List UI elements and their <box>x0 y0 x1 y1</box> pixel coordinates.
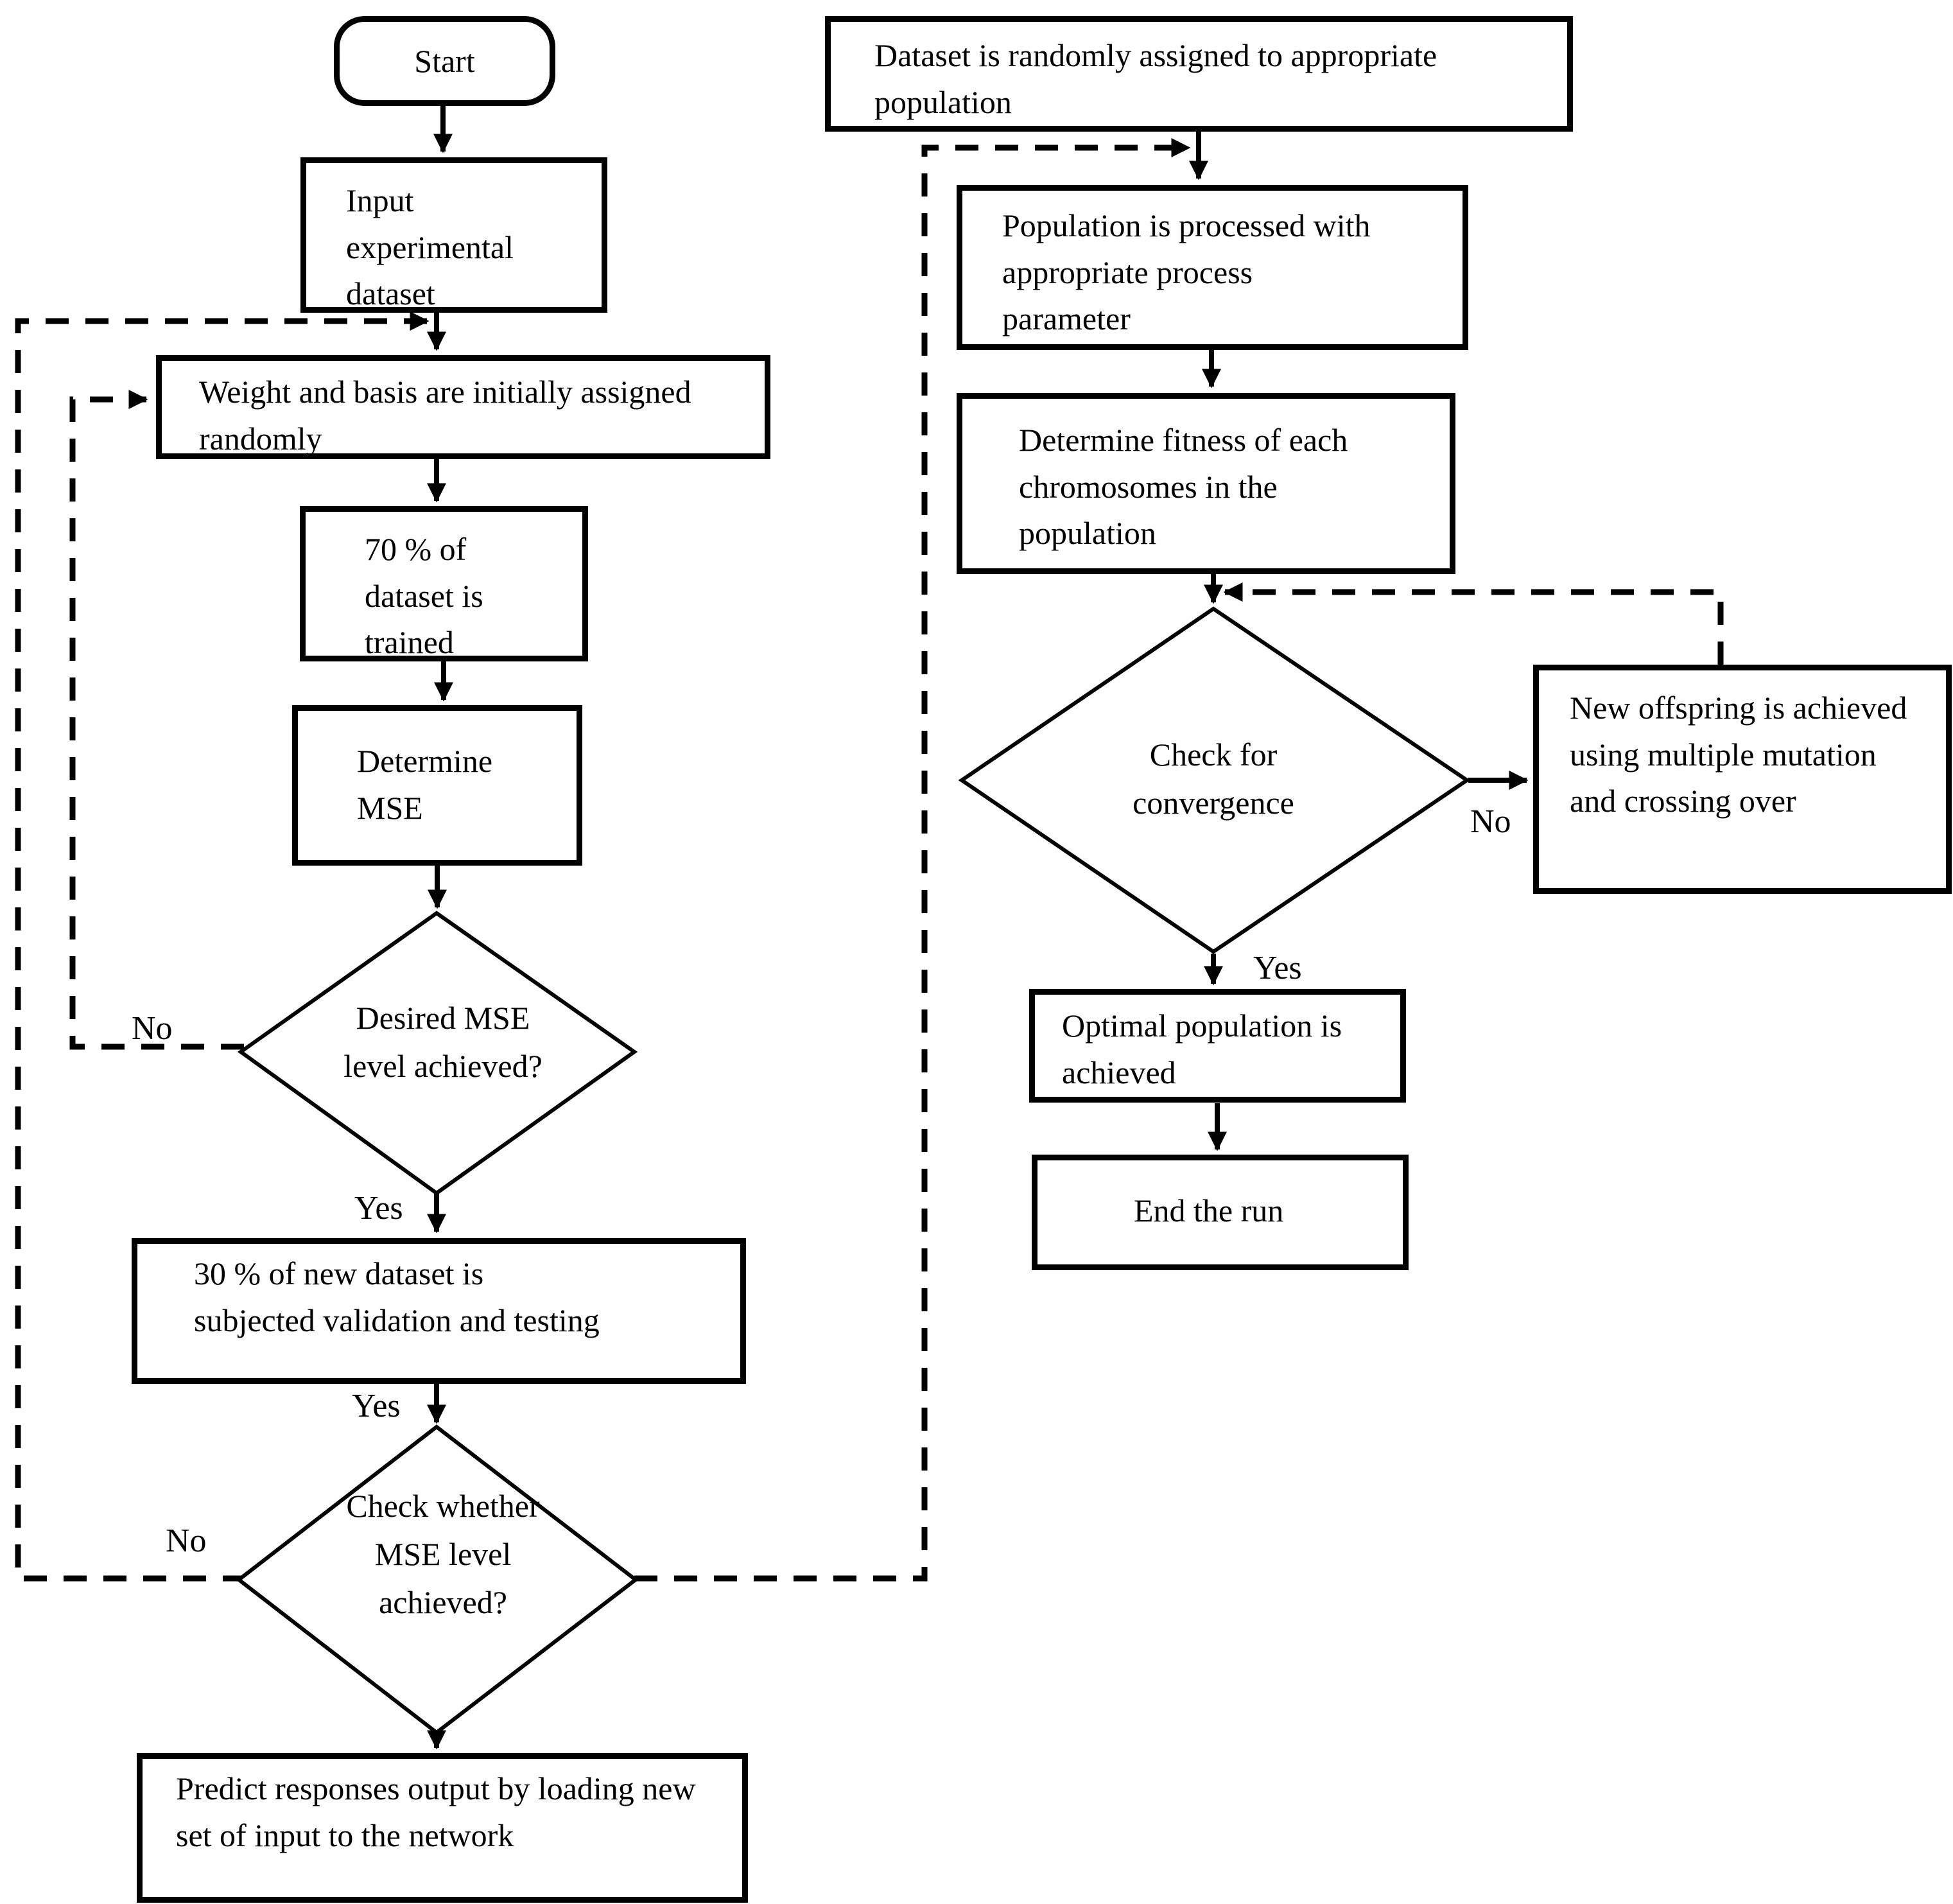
edge-label-yes-validate: Yes <box>352 1388 401 1424</box>
node-determine-fitness-label: Determine fitness of each chromosomes in… <box>1019 422 1348 551</box>
node-start-label: Start <box>414 42 475 79</box>
node-start: Start <box>334 16 555 106</box>
dashed-loop-offspring-to-convergence <box>1223 582 1724 665</box>
diamond-convergence <box>958 606 1471 954</box>
node-train-70: 70 % of dataset is trained <box>300 506 588 661</box>
node-validate-30-label: 30 % of new dataset is subjected validat… <box>194 1255 600 1338</box>
node-optimal-population-label: Optimal population is achieved <box>1062 1008 1342 1090</box>
node-validate-30: 30 % of new dataset is subjected validat… <box>132 1238 746 1384</box>
node-input-dataset-label: Input experimental dataset <box>346 182 514 311</box>
edge-label-no-mse-check: No <box>166 1523 207 1559</box>
dashed-link-check-to-ga <box>634 138 1191 1582</box>
node-process-population: Population is processed with appropriate… <box>957 185 1468 350</box>
node-train-70-label: 70 % of dataset is trained <box>365 531 483 660</box>
node-predict-responses: Predict responses output by loading new … <box>137 1753 748 1903</box>
node-process-population-label: Population is processed with appropriate… <box>1002 207 1371 336</box>
edge-label-no-convergence: No <box>1470 803 1511 840</box>
node-predict-responses-label: Predict responses output by loading new … <box>176 1770 696 1853</box>
node-determine-mse: Determine MSE <box>292 705 582 866</box>
decision-desired-mse-label: Desired MSE level achieved? <box>343 1000 542 1084</box>
node-input-dataset: Input experimental dataset <box>300 157 607 313</box>
node-weight-assignment-label: Weight and basis are initially assigned … <box>199 374 691 457</box>
node-new-offspring: New offspring is achieved using multiple… <box>1533 665 1952 894</box>
decision-mse-check-label: Check whether MSE level achieved? <box>346 1488 540 1620</box>
node-assign-population-label: Dataset is randomly assigned to appropri… <box>874 37 1437 120</box>
node-optimal-population: Optimal population is achieved <box>1029 989 1406 1103</box>
decision-convergence-label: Check for convergence <box>1133 737 1294 821</box>
edge-label-yes-convergence: Yes <box>1253 950 1302 986</box>
node-end-run: End the run <box>1032 1155 1409 1270</box>
node-weight-assignment: Weight and basis are initially assigned … <box>156 355 770 459</box>
diamond-desired-mse <box>237 911 638 1196</box>
edge-label-no-desired-mse: No <box>132 1010 173 1047</box>
dashed-loop-no-to-weights <box>69 390 244 1050</box>
node-new-offspring-label: New offspring is achieved using multiple… <box>1570 690 1907 819</box>
dashed-loop-no-to-input-junction <box>15 311 430 1582</box>
edge-label-yes-desired-mse: Yes <box>354 1190 403 1227</box>
node-determine-fitness: Determine fitness of each chromosomes in… <box>957 393 1455 574</box>
diamond-mse-check <box>236 1424 639 1735</box>
node-determine-mse-label: Determine MSE <box>357 743 493 826</box>
node-assign-population: Dataset is randomly assigned to appropri… <box>825 16 1573 132</box>
node-end-run-label: End the run <box>1134 1192 1284 1228</box>
